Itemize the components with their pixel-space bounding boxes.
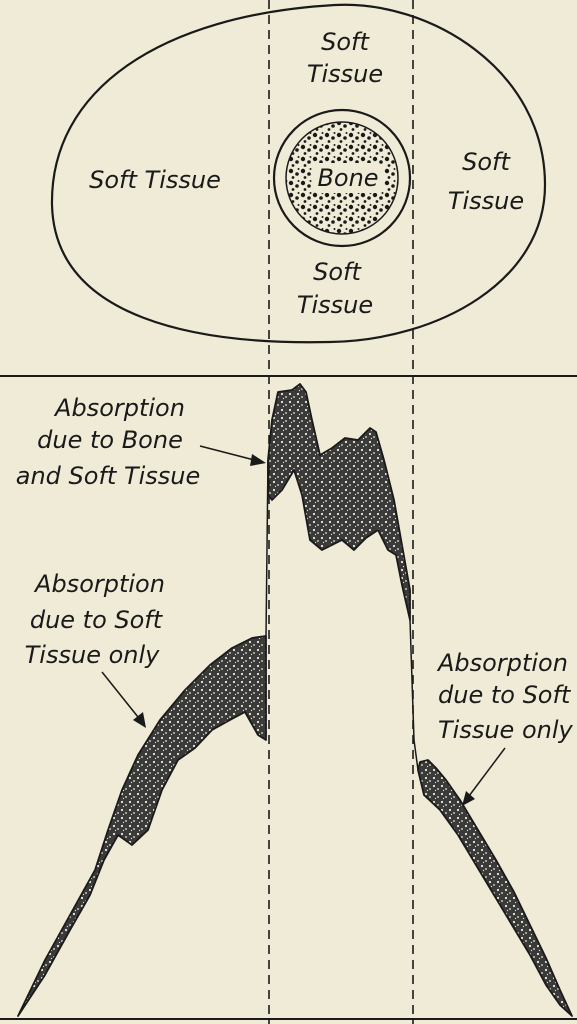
curve-bone [267,383,411,621]
soft-tissue-outline [50,3,547,344]
soft-left-absorption-arrowhead [133,712,146,728]
bone-label-bg [312,163,384,193]
curve-left-soft [17,635,267,1017]
annotations: Absorption due to Bone and Soft Tissue A… [16,394,574,806]
soft-tissue-left-label: Soft Tissue [89,166,221,194]
soft-tissue-top-label-2: Tissue [307,60,383,88]
soft-tissue-right-label-2: Tissue [448,187,524,215]
absorption-curve [17,383,573,1017]
cross-section: Soft Tissue Soft Tissue Soft Tissue Bone… [50,3,547,344]
soft-left-absorption-label-3: Tissue only [25,641,161,669]
bone-absorption-label-1: Absorption [53,394,185,422]
bone-label: Bone [317,164,378,192]
curve-right-soft [417,759,573,1017]
bone-outline [272,108,412,248]
soft-left-absorption-arrow [101,671,143,723]
curve-transition-line [409,619,419,771]
soft-tissue-bottom-label-1: Soft [313,258,362,286]
bone-absorption-label-2: due to Bone [37,426,183,454]
soft-right-absorption-label-3: Tissue only [438,716,574,744]
soft-tissue-bottom-label-2: Tissue [297,291,373,319]
bone-absorption-label-3: and Soft Tissue [16,462,201,490]
soft-tissue-top-label-1: Soft [321,28,370,56]
soft-left-absorption-label-1: Absorption [33,570,165,598]
curve-left-edge-line [265,459,269,637]
soft-right-absorption-label-1: Absorption [436,649,568,677]
soft-right-absorption-label-2: due to Soft [438,681,572,709]
bone-absorption-arrowhead [250,454,266,466]
soft-right-absorption-arrowhead [462,791,475,806]
soft-left-absorption-label-2: due to Soft [30,606,164,634]
soft-tissue-right-label-1: Soft [462,148,511,176]
soft-right-absorption-arrow [465,747,506,801]
